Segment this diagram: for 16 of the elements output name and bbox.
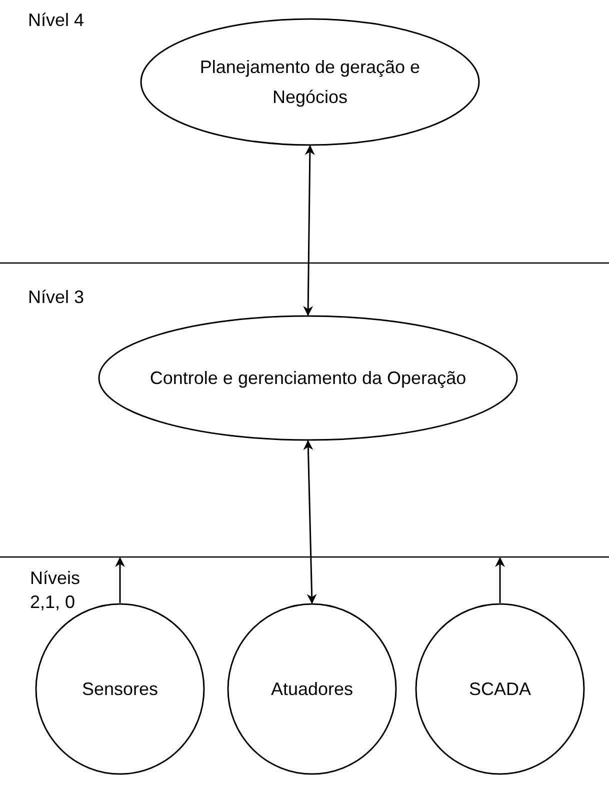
circle-node [227, 603, 397, 775]
ellipse-node [140, 18, 480, 146]
arrow [115, 557, 125, 603]
arrow [303, 145, 315, 316]
node-label: Sensores [80, 678, 160, 701]
node-label: SCADA [468, 678, 532, 701]
node-label: Atuadores [270, 678, 354, 701]
arrow [303, 440, 317, 604]
ellipse-node [98, 315, 518, 441]
circle-node [415, 603, 585, 775]
level-label: Nível 4 [28, 9, 86, 32]
level-label: Nível 3 [28, 286, 86, 309]
arrow [495, 557, 505, 603]
level-label: Níveis 2,1, 0 [30, 567, 82, 614]
node-label: Controle e gerenciamento da Operação [148, 367, 468, 390]
node-label: Planejamento de geração e Negócios [198, 56, 422, 109]
